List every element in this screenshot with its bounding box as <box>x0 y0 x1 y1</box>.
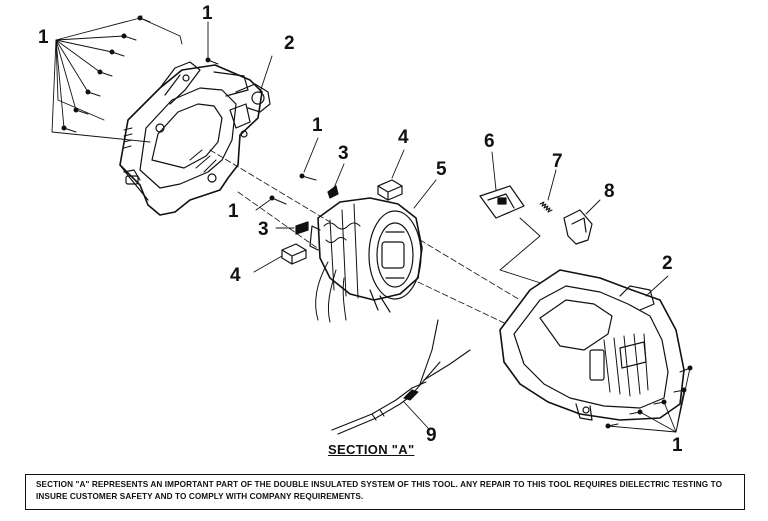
clip <box>563 209 593 245</box>
callout-4-upper: 4 <box>398 127 409 148</box>
callout-8: 8 <box>604 181 615 202</box>
switch-bracket <box>479 185 525 219</box>
callout-2-top: 2 <box>284 33 295 54</box>
insulation-warning-box: SECTION "A" REPRESENTS AN IMPORTANT PART… <box>25 474 745 510</box>
brush-holder-lower <box>295 221 309 235</box>
callout-4-lower: 4 <box>230 265 241 286</box>
leader-lines-callout-1-right <box>607 367 691 433</box>
brush-holder-upper <box>327 185 339 199</box>
callout-1-motor: 1 <box>312 115 323 136</box>
callout-1-left: 1 <box>38 27 49 48</box>
callout-5: 5 <box>436 159 447 180</box>
brush-lower <box>281 243 307 265</box>
leader-lines-switch <box>491 151 601 287</box>
motor-field-assembly <box>309 197 423 323</box>
section-a-label: SECTION "A" <box>328 442 415 457</box>
callout-9: 9 <box>426 425 437 446</box>
insulation-warning-text: SECTION "A" REPRESENTS AN IMPORTANT PART… <box>36 480 723 501</box>
leader-line-callout-9 <box>403 401 429 429</box>
callout-1-mid: 1 <box>228 201 239 222</box>
lead-wire <box>331 319 471 435</box>
callout-1-right: 1 <box>672 435 683 456</box>
brush-upper <box>377 179 403 201</box>
right-housing-half <box>499 269 685 421</box>
left-housing-half <box>119 61 271 216</box>
callout-3-upper: 3 <box>338 143 349 164</box>
leader-lines-callout-1-left <box>51 17 209 143</box>
callout-2-right: 2 <box>662 253 673 274</box>
callout-7: 7 <box>552 151 563 172</box>
spring <box>539 201 553 213</box>
leader-lines-motor <box>253 137 437 273</box>
callout-6: 6 <box>484 131 495 152</box>
callout-1-top: 1 <box>202 3 213 24</box>
screws-motor <box>269 173 317 205</box>
leader-line-callout-2-right <box>645 275 669 297</box>
callout-3-lower: 3 <box>258 219 269 240</box>
